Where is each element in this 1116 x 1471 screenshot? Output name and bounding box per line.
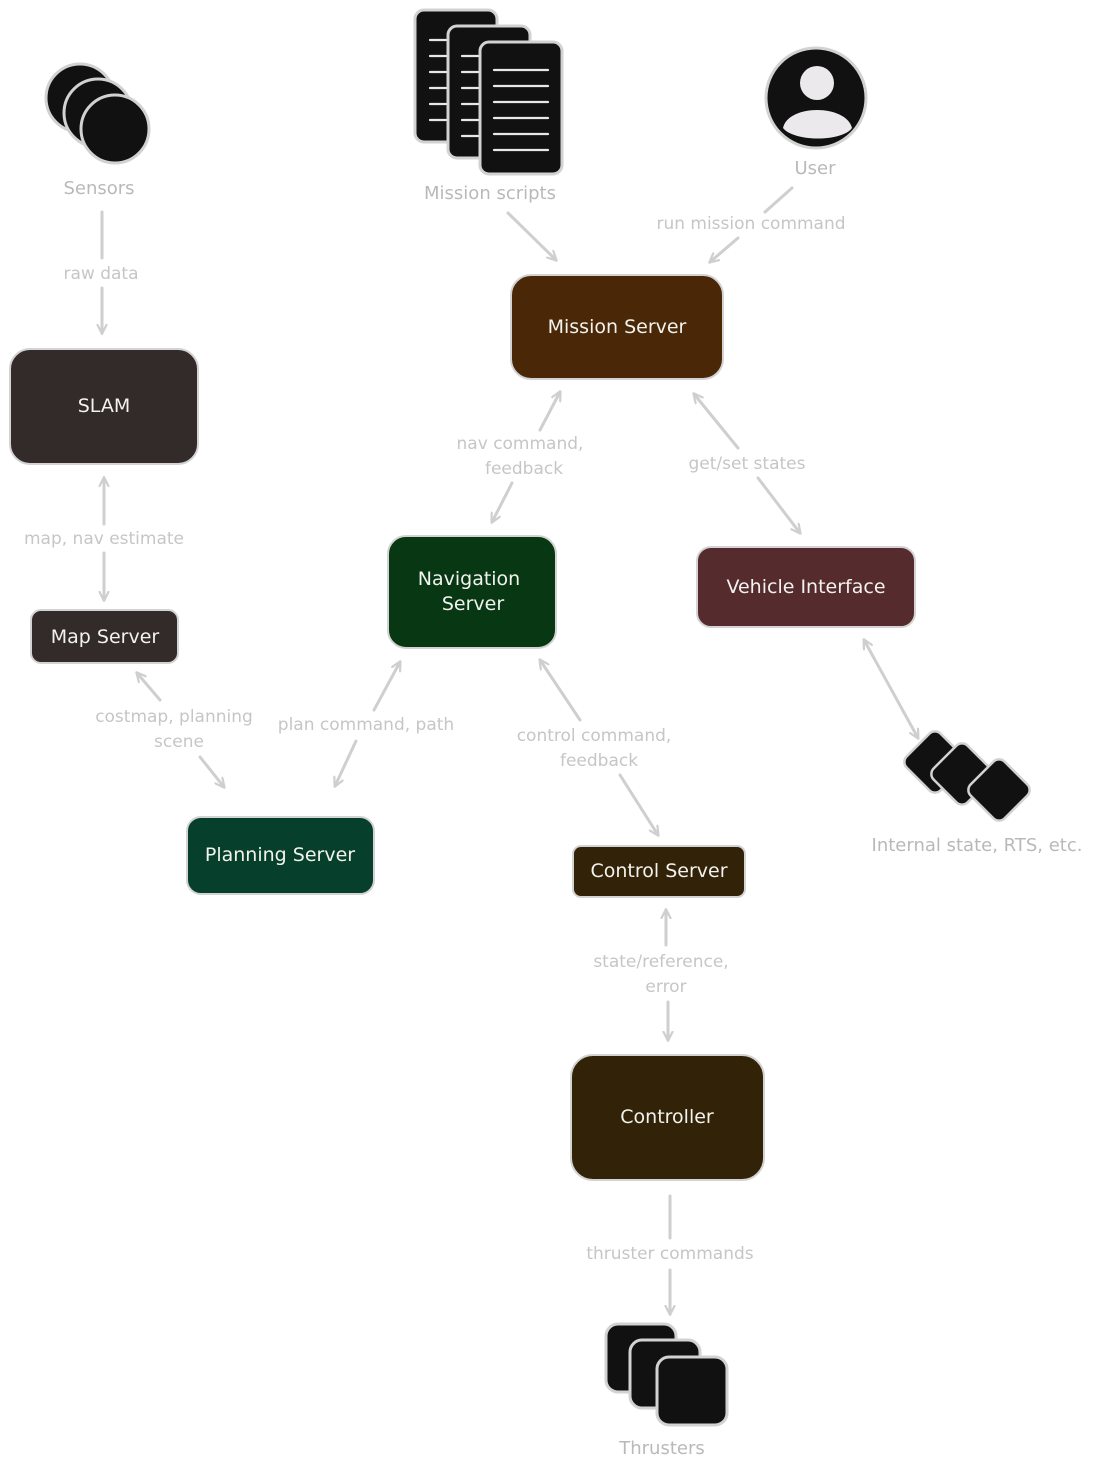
edge-label-nav-command-line2: feedback	[485, 459, 563, 479]
navigation-server-node[interactable]: Navigation Server	[387, 535, 557, 649]
edge-get-set-states	[694, 394, 800, 533]
edge-run-mission-command	[710, 186, 794, 262]
sensors-label: Sensors	[63, 178, 134, 199]
edge-label-map-nav-estimate: map, nav estimate	[24, 529, 184, 549]
planning-server-node[interactable]: Planning Server	[186, 816, 375, 895]
mission-server-node[interactable]: Mission Server	[510, 274, 724, 380]
stacked-diamonds-icon	[903, 730, 1031, 822]
map-server-node[interactable]: Map Server	[30, 609, 179, 664]
edge-label-costmap-line1: costmap, planning	[95, 707, 253, 727]
edge-label-state-reference-line2: error	[645, 977, 686, 997]
edge-internal-state	[864, 640, 918, 738]
mission-scripts-entity: Mission scripts	[413, 8, 564, 204]
stacked-documents-icon	[413, 8, 564, 176]
edge-plan-command	[335, 662, 400, 786]
internal-state-entity: Internal state, RTS, etc.	[872, 730, 1083, 856]
control-server-node[interactable]: Control Server	[572, 845, 746, 898]
edge-costmap	[137, 673, 224, 787]
planning-server-label: Planning Server	[205, 844, 355, 866]
user-avatar-icon	[764, 46, 868, 150]
user-label: User	[794, 158, 836, 179]
navigation-server-label-line1: Navigation	[418, 568, 520, 590]
edge-label-raw-data: raw data	[63, 264, 138, 284]
vehicle-interface-label: Vehicle Interface	[726, 576, 885, 598]
control-server-label: Control Server	[590, 860, 727, 882]
slam-node[interactable]: SLAM	[9, 348, 199, 465]
stacked-squares-icon	[604, 1322, 729, 1427]
thrusters-entity: Thrusters	[604, 1322, 729, 1459]
edge-label-control-command-line1: control command,	[517, 726, 672, 746]
navigation-server-label-line2: Server	[442, 593, 504, 615]
stacked-circles-icon	[44, 62, 151, 165]
user-entity: User	[764, 46, 868, 179]
edge-state-reference	[666, 910, 668, 1040]
slam-label: SLAM	[78, 395, 130, 417]
edge-label-state-reference-line1: state/reference,	[593, 952, 728, 972]
controller-node[interactable]: Controller	[570, 1054, 765, 1181]
edge-label-get-set-states: get/set states	[689, 454, 806, 474]
edge-control-command	[540, 660, 658, 835]
map-server-label: Map Server	[51, 626, 160, 648]
sensors-entity: Sensors	[44, 62, 151, 199]
edge-label-costmap-line2: scene	[154, 732, 204, 752]
edge-label-nav-command-line1: nav command,	[457, 434, 584, 454]
internal-state-label: Internal state, RTS, etc.	[872, 835, 1083, 856]
edge-nav-command	[492, 392, 560, 522]
thrusters-label: Thrusters	[618, 1438, 705, 1459]
controller-label: Controller	[620, 1106, 714, 1128]
vehicle-interface-node[interactable]: Vehicle Interface	[696, 546, 916, 628]
edge-label-run-mission-command: run mission command	[656, 214, 845, 234]
edge-mission-scripts	[506, 211, 556, 260]
edge-label-control-command-line2: feedback	[560, 751, 638, 771]
mission-server-label: Mission Server	[548, 316, 687, 338]
edge-label-plan-command-path: plan command, path	[278, 715, 454, 735]
mission-scripts-label: Mission scripts	[424, 183, 556, 204]
edge-label-thruster-commands: thruster commands	[586, 1244, 753, 1264]
